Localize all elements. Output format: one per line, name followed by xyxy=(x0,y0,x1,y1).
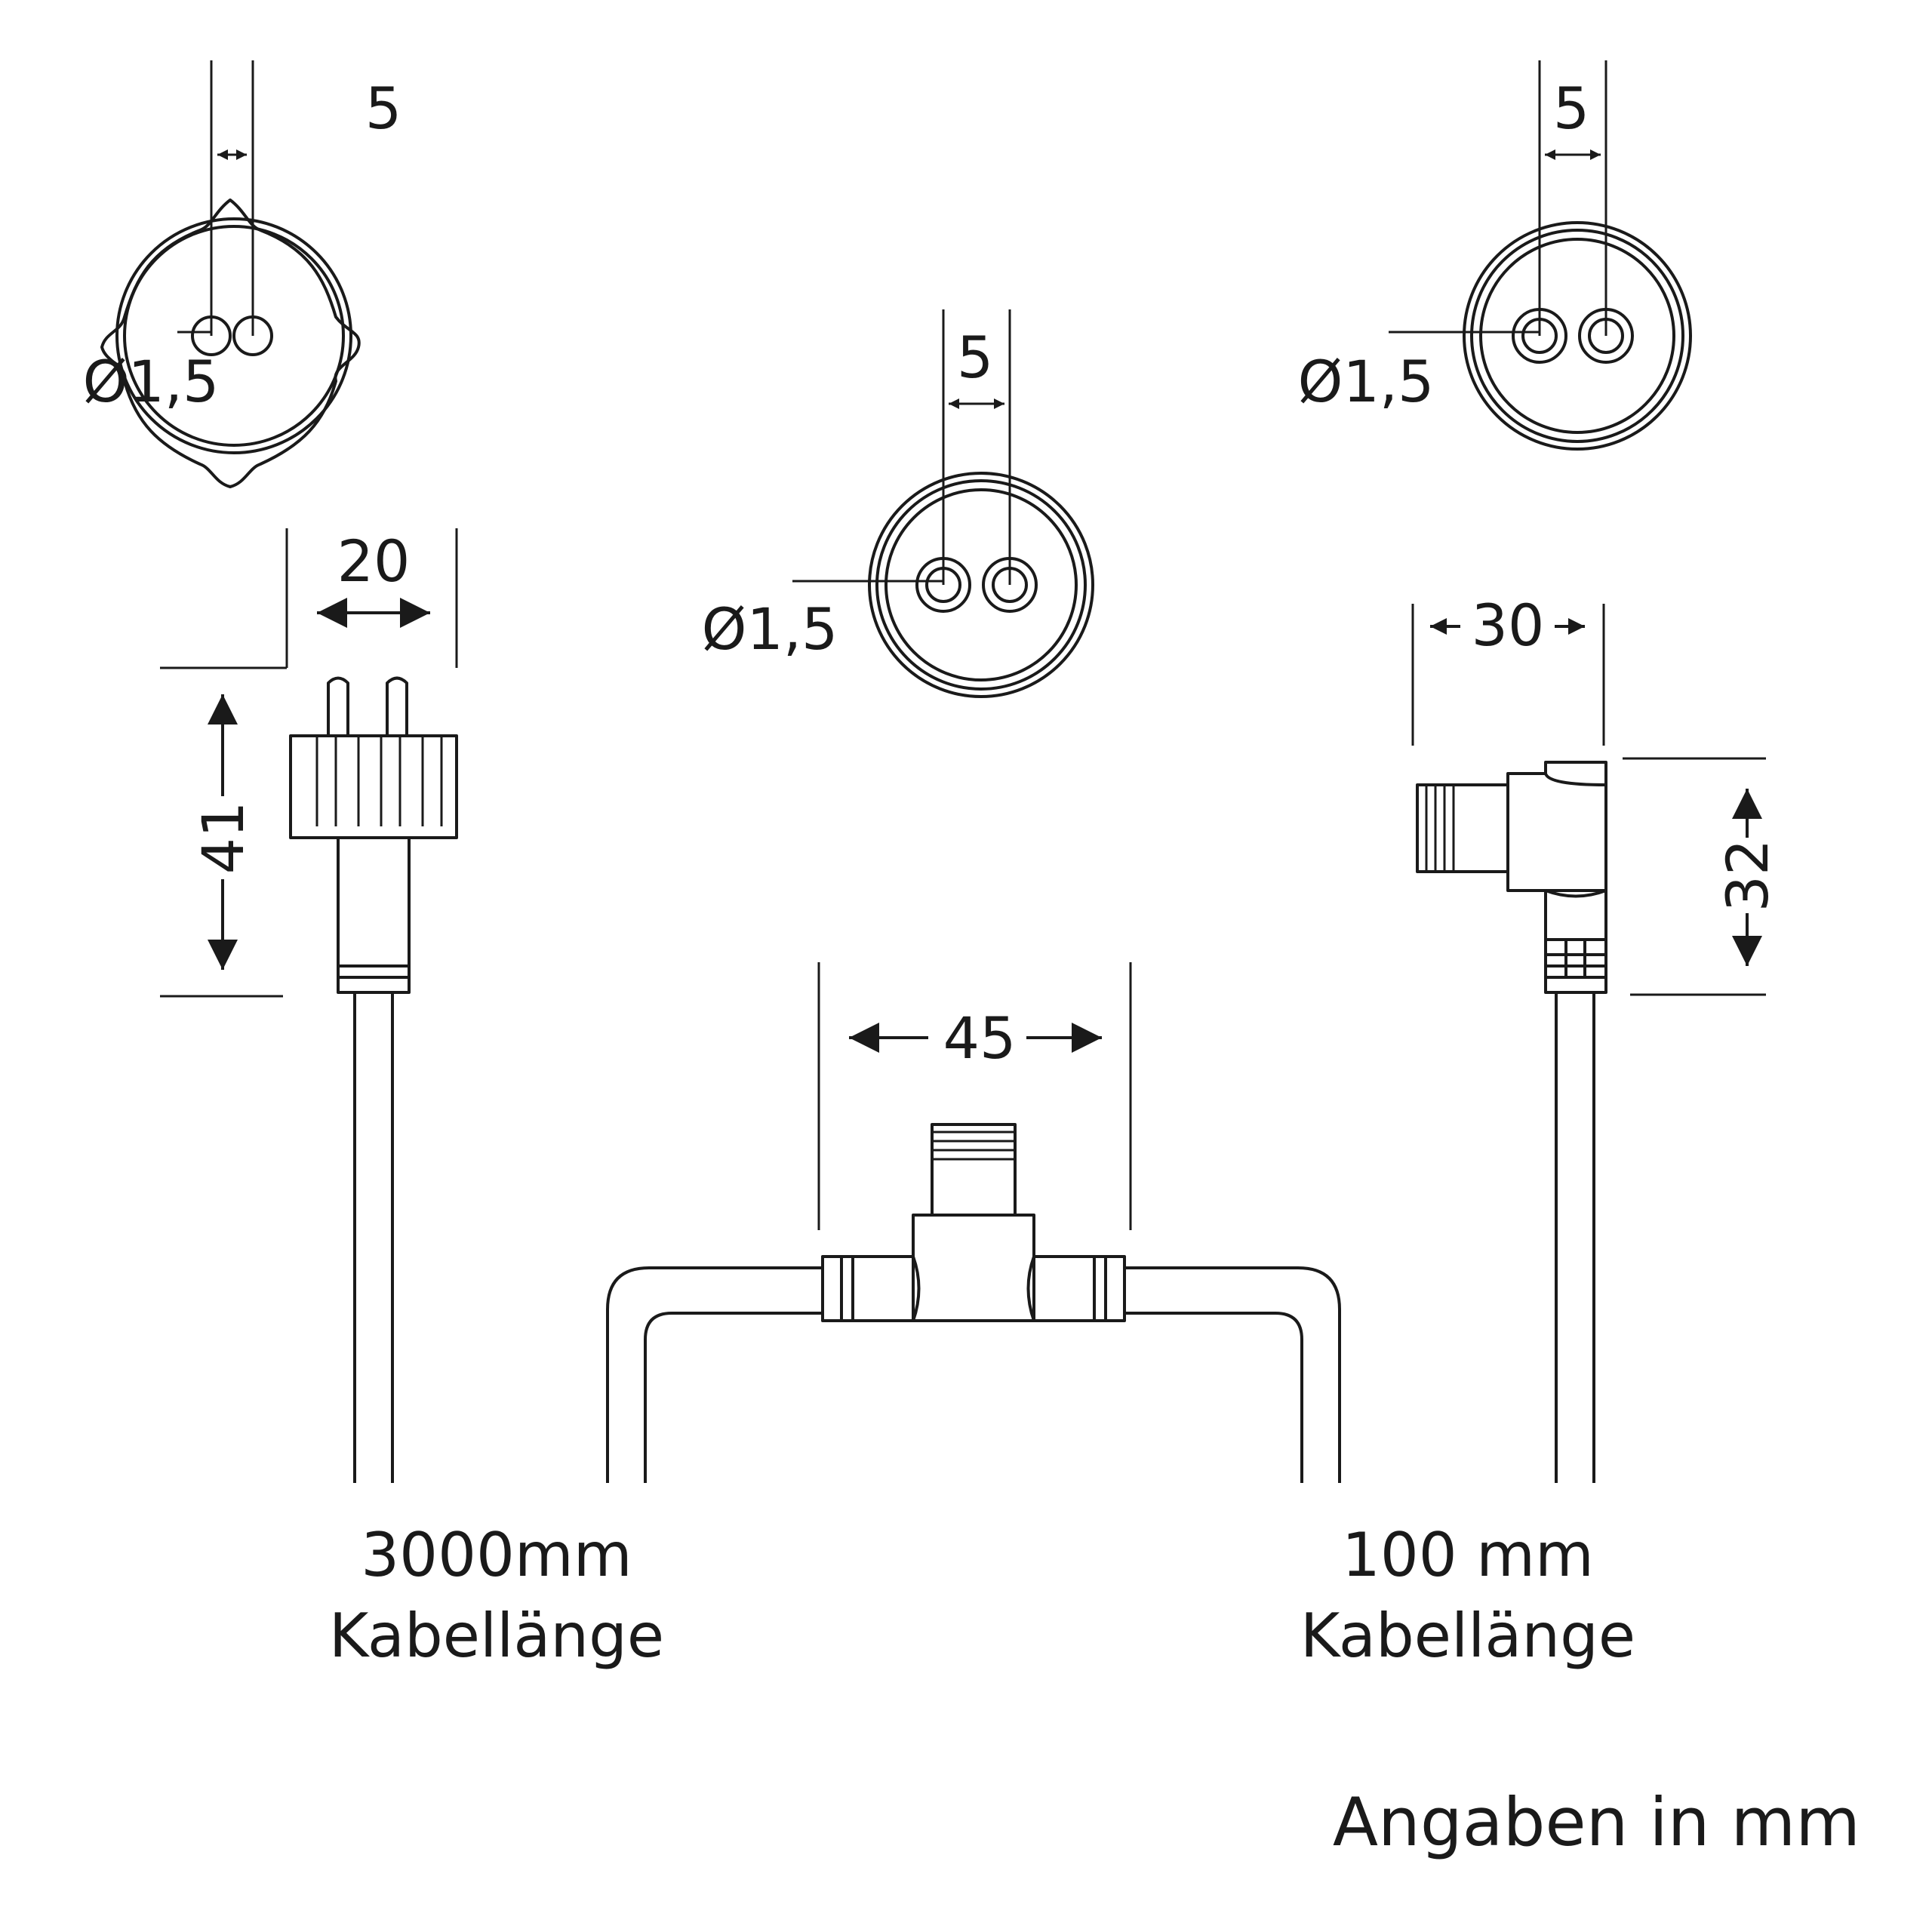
right-cable-length-label: 100 mm xyxy=(1342,1520,1594,1590)
socket-front-view-left xyxy=(100,60,361,488)
angle-connector-height-label: 32 xyxy=(1714,839,1781,912)
socket-front-view-right xyxy=(1389,60,1692,451)
pin-spacing-label-left: 5 xyxy=(365,75,401,142)
pin-diameter-label-right: Ø1,5 xyxy=(1298,348,1435,415)
right-cable-caption: Kabellänge xyxy=(1300,1601,1635,1671)
left-cable-length-label: 3000mm xyxy=(361,1520,632,1590)
left-cable-caption: Kabellänge xyxy=(329,1601,664,1671)
pin-diameter-label-center: Ø1,5 xyxy=(702,595,838,663)
pin-diameter-label-left: Ø1,5 xyxy=(83,348,220,415)
pin-spacing-label-right: 5 xyxy=(1553,75,1589,142)
socket-front-view-center xyxy=(792,309,1094,698)
plug-width-label: 20 xyxy=(337,528,411,595)
plug-side-view xyxy=(160,528,458,1483)
pin-spacing-label-center: 5 xyxy=(957,324,993,391)
angle-connector-width-label: 30 xyxy=(1472,592,1545,659)
plug-length-label: 41 xyxy=(189,801,257,875)
angle-connector-view xyxy=(1411,604,1766,1483)
units-note: Angaben in mm xyxy=(1333,1783,1860,1861)
t-connector-width-label: 45 xyxy=(943,1004,1017,1072)
t-connector-view xyxy=(606,962,1341,1483)
